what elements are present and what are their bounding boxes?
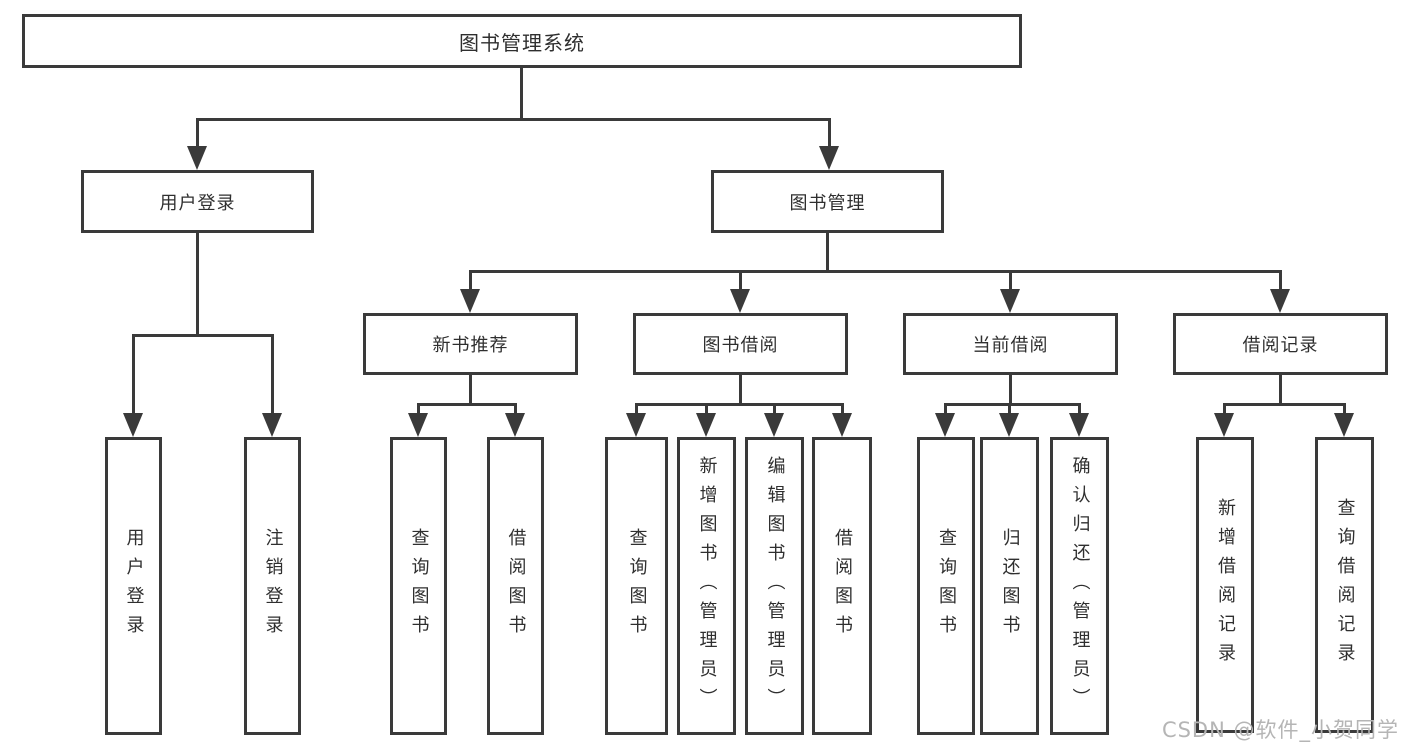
node-borrow-books-recommend: 借阅图书: [487, 437, 544, 735]
arrowhead-borrow-books-1: [505, 413, 525, 437]
connector-drop-add-record: [1223, 403, 1226, 417]
connector-drop-logout: [271, 334, 274, 416]
connector-borrow-records-bar: [1223, 403, 1346, 406]
arrowhead-login: [123, 413, 143, 437]
node-current-borrowing: 当前借阅: [903, 313, 1118, 375]
connector-drop-book-borrow: [739, 270, 742, 292]
leaf-label: 确认归还（管理员）: [1069, 455, 1091, 717]
node-book-management: 图书管理: [711, 170, 944, 233]
connector-user-login-stem: [196, 233, 199, 337]
node-borrow-books-leaf: 借阅图书: [812, 437, 872, 735]
leaf-label: 归还图书: [999, 528, 1021, 644]
arrowhead-query-books-2: [626, 413, 646, 437]
node-query-books-current: 查询图书: [917, 437, 975, 735]
connector-drop-edit-books: [773, 403, 776, 417]
leaf-label: 新增借阅记录: [1215, 498, 1236, 672]
node-new-book-recommendation: 新书推荐: [363, 313, 578, 375]
connector-drop-login: [132, 334, 135, 416]
node-borrowing-records: 借阅记录: [1173, 313, 1388, 375]
connector-drop-add-books: [705, 403, 708, 417]
arrowhead-edit-books: [764, 413, 784, 437]
connector-drop-borrow-books-1: [514, 403, 517, 417]
arrowhead-query-books-3: [935, 413, 955, 437]
node-logout-leaf: 注销登录: [244, 437, 301, 735]
connector-current-borrow-stem: [1009, 375, 1012, 406]
arrowhead-current-borrow: [1000, 289, 1020, 313]
arrowhead-book-management: [819, 146, 839, 170]
leaf-label: 借阅图书: [505, 528, 527, 644]
arrowhead-user-login: [187, 146, 207, 170]
connector-root-bar: [196, 118, 831, 121]
connector-drop-query-books-1: [417, 403, 420, 417]
leaf-label: 查询图书: [936, 528, 957, 644]
arrowhead-book-borrow: [730, 289, 750, 313]
arrowhead-add-books: [696, 413, 716, 437]
connector-drop-query-record: [1343, 403, 1346, 417]
connector-user-login-bar: [132, 334, 274, 337]
node-return-books: 归还图书: [980, 437, 1039, 735]
node-user-login: 用户登录: [81, 170, 314, 233]
connector-book-borrow-stem: [739, 375, 742, 406]
csdn-watermark: CSDN @软件_小贺同学: [1161, 718, 1399, 742]
connector-drop-current-borrow: [1009, 270, 1012, 292]
connector-drop-new-book: [469, 270, 472, 292]
connector-new-book-bar: [417, 403, 517, 406]
leaf-label: 注销登录: [262, 528, 284, 644]
arrowhead-logout: [262, 413, 282, 437]
connector-book-management-stem: [826, 233, 829, 273]
connector-root-stem: [520, 68, 523, 120]
connector-book-management-bar: [469, 270, 1281, 273]
arrowhead-borrow-records: [1270, 289, 1290, 313]
connector-drop-borrow-records: [1279, 270, 1282, 292]
leaf-label: 用户登录: [123, 528, 145, 644]
leaf-label: 新增图书（管理员）: [696, 455, 718, 717]
leaf-label: 编辑图书（管理员）: [764, 455, 786, 717]
leaf-label: 查询图书: [626, 528, 648, 644]
arrowhead-query-record: [1334, 413, 1354, 437]
arrowhead-new-book: [460, 289, 480, 313]
arrowhead-return-books: [999, 413, 1019, 437]
arrowhead-query-books-1: [408, 413, 428, 437]
node-query-books-borrow: 查询图书: [605, 437, 668, 735]
node-query-borrow-record: 查询借阅记录: [1315, 437, 1374, 733]
leaf-label: 借阅图书: [832, 528, 853, 644]
connector-book-borrow-bar: [635, 403, 844, 406]
arrowhead-borrow-books-2: [832, 413, 852, 437]
connector-new-book-stem: [469, 375, 472, 406]
node-book-borrowing: 图书借阅: [633, 313, 848, 375]
node-add-borrow-record: 新增借阅记录: [1196, 437, 1254, 733]
node-library-management-system: 图书管理系统: [22, 14, 1022, 68]
node-user-login-leaf: 用户登录: [105, 437, 162, 735]
connector-drop-return-books: [1008, 403, 1011, 417]
connector-drop-user-login: [196, 118, 199, 152]
connector-drop-confirm-return: [1078, 403, 1081, 417]
arrowhead-confirm-return: [1069, 413, 1089, 437]
connector-drop-borrow-books-2: [841, 403, 844, 417]
node-edit-books-admin: 编辑图书（管理员）: [745, 437, 804, 735]
arrowhead-add-record: [1214, 413, 1234, 437]
connector-drop-book-management: [828, 118, 831, 152]
connector-current-borrow-bar: [944, 403, 1081, 406]
connector-drop-query-books-3: [944, 403, 947, 417]
leaf-label: 查询图书: [408, 528, 430, 644]
node-confirm-return-admin: 确认归还（管理员）: [1050, 437, 1109, 735]
connector-borrow-records-stem: [1279, 375, 1282, 406]
node-add-books-admin: 新增图书（管理员）: [677, 437, 736, 735]
leaf-label: 查询借阅记录: [1334, 498, 1356, 672]
connector-drop-query-books-2: [635, 403, 638, 417]
node-query-books-recommend: 查询图书: [390, 437, 447, 735]
